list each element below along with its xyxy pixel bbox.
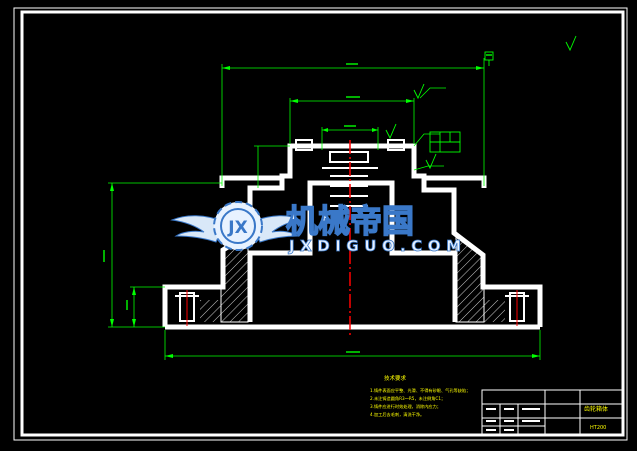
title-block-part-name: 齿轮箱体: [584, 405, 608, 413]
title-block: [481, 389, 624, 436]
section-hatching: [200, 229, 505, 323]
dimension-arrows: [110, 66, 540, 358]
drawing-frame: [20, 10, 625, 437]
roughness-symbols: [385, 35, 577, 170]
notes-line-3: 3.铸件应进行时效处理，消除内应力；: [370, 403, 441, 410]
datum-marker: [484, 51, 494, 66]
notes-line-1: 1.铸件表面应平整、光滑、不得有砂眼、气孔等缺陷；: [370, 387, 470, 394]
notes-line-2: 2.未注铸造圆角R3～R5，未注倒角C1；: [370, 395, 445, 402]
notes-title: 技术要求: [384, 374, 407, 382]
gear-icon: [213, 201, 263, 251]
outer-border: [13, 7, 628, 441]
dimension-value-marks: [103, 54, 492, 353]
tolerance-frame: [429, 131, 461, 153]
notes-line-4: 4.加工后去毛刺，清洗干净。: [370, 411, 424, 418]
dimension-lines: [108, 58, 541, 360]
hole-centerlines: [186, 290, 518, 326]
wing-right-icon: [250, 215, 302, 243]
logo-monogram: JX: [227, 218, 247, 238]
title-block-text-marks: [486, 408, 540, 431]
title-block-material: HT200: [590, 425, 606, 431]
wing-left-icon: [170, 215, 226, 243]
watermark-cn-text: 机械帝国: [286, 202, 414, 240]
watermark-logo: JX: [170, 201, 302, 251]
